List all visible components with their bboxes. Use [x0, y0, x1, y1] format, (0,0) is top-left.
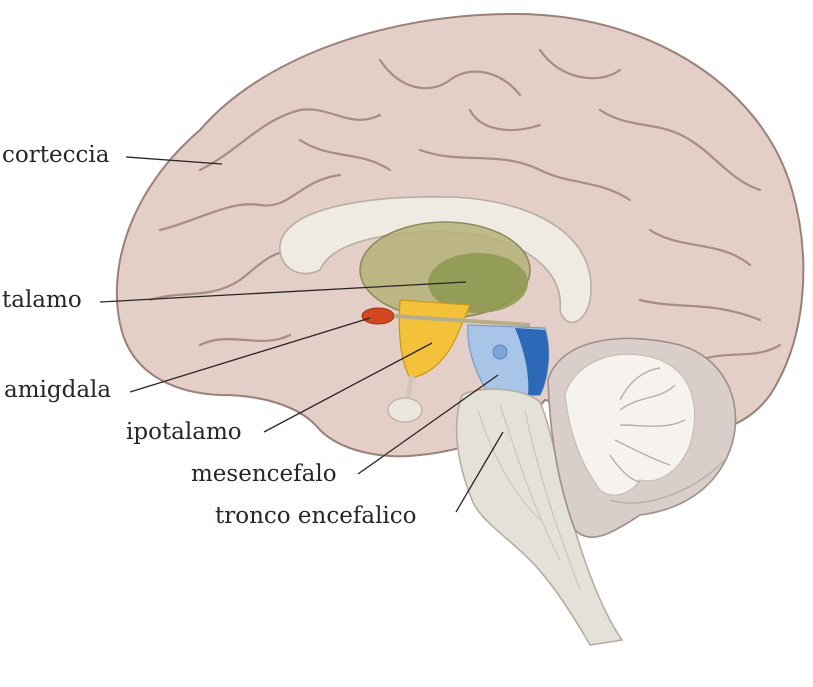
leader-line-hypothalamus: [263, 342, 433, 433]
label-amygdala: amigdala: [4, 377, 112, 403]
leader-line-amygdala: [129, 317, 371, 393]
brainstem-region: [455, 388, 624, 646]
corpus-callosum: [279, 196, 592, 324]
label-brainstem: tronco encefalico: [215, 503, 417, 529]
brainstem-texture: [477, 404, 581, 591]
pituitary-stalk: [405, 374, 415, 399]
leader-line-thalamus: [99, 281, 467, 303]
label-thalamus: talamo: [2, 287, 82, 313]
thalamus-core: [428, 253, 528, 313]
leader-line-cortex: [125, 156, 223, 165]
leader-line-midbrain: [357, 374, 499, 475]
cerebellum-folia: [609, 367, 726, 504]
label-midbrain: mesencefalo: [191, 461, 337, 487]
midbrain-aqueduct: [492, 344, 508, 360]
leader-line-brainstem: [455, 431, 504, 513]
pituitary: [387, 397, 423, 423]
fornix: [393, 314, 531, 327]
midbrain-tectum: [515, 328, 549, 395]
leader-lines: [99, 156, 504, 513]
amygdala-region: [361, 307, 395, 325]
label-hypothalamus: ipotalamo: [126, 419, 242, 445]
label-cortex: corteccia: [2, 142, 110, 168]
cortex-folds: [148, 48, 782, 362]
